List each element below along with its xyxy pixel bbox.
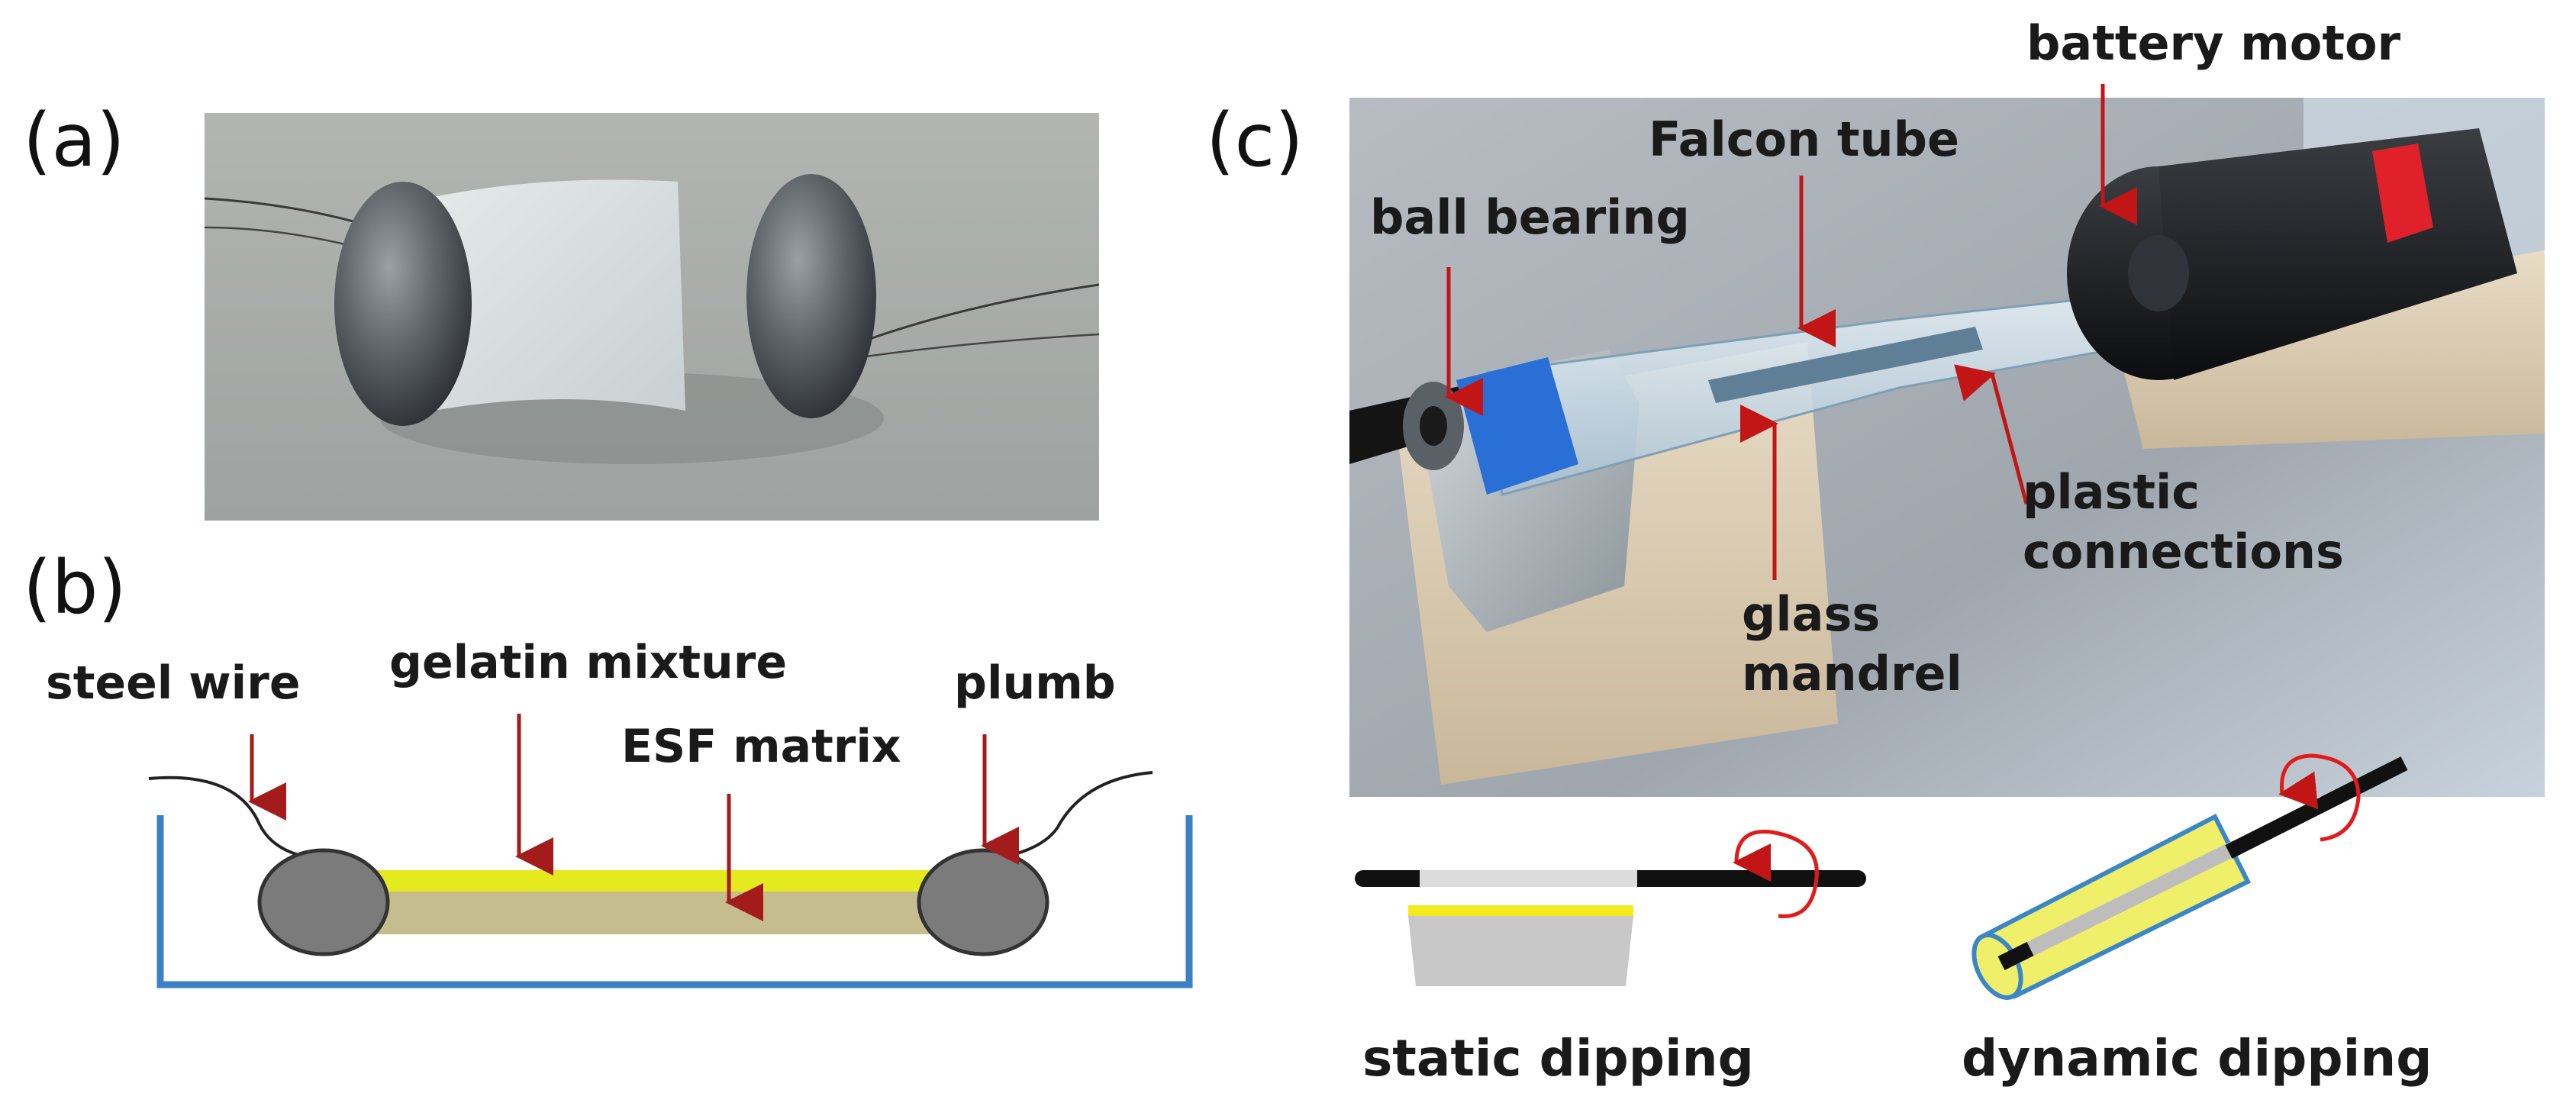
static-rotation-arrow xyxy=(1733,830,1819,918)
panel-label-b: (b) xyxy=(23,545,127,630)
callout-falcon-tube: Falcon tube xyxy=(1649,111,1960,167)
photo-apparatus xyxy=(1349,98,2545,797)
static-mandrel xyxy=(1420,870,1637,887)
callout-steel-wire: steel wire xyxy=(46,656,301,710)
panel-label-a: (a) xyxy=(23,98,125,183)
photo-apparatus-drawing xyxy=(1349,98,2545,797)
static-dipping-diagram xyxy=(1355,830,1866,986)
label-dynamic-dipping: dynamic dipping xyxy=(1962,1029,2433,1088)
callout-mandrel: mandrel xyxy=(1742,646,1962,701)
callout-gelatin-mixture: gelatin mixture xyxy=(389,636,788,689)
dynamic-dipping-diagram xyxy=(1971,753,2408,1000)
callout-connections: connections xyxy=(2023,524,2344,579)
dynamic-rotation-arrow xyxy=(2278,753,2361,842)
bath-tray xyxy=(156,815,1193,988)
plumb-left xyxy=(257,848,390,956)
callout-ball-bearing: ball bearing xyxy=(1370,189,1690,245)
gelatin-layer xyxy=(374,870,954,892)
dynamic-rod xyxy=(1997,942,2034,970)
panel-label-c: (c) xyxy=(1206,98,1304,183)
label-static-dipping: static dipping xyxy=(1362,1029,1754,1088)
photo-esf-sample-drawing xyxy=(205,113,1099,521)
steel-wire-left xyxy=(148,776,321,860)
callout-battery-motor: battery motor xyxy=(2026,15,2401,71)
static-bath xyxy=(1408,916,1633,986)
callout-plastic: plastic xyxy=(2023,464,2200,520)
callout-esf-matrix: ESF matrix xyxy=(621,720,901,773)
callout-plumb: plumb xyxy=(954,656,1116,710)
arrow-plastic-connections xyxy=(1954,364,2029,505)
callout-glass: glass xyxy=(1742,586,1881,642)
esf-matrix-layer xyxy=(374,892,954,934)
static-gelatin-surface xyxy=(1408,905,1633,916)
dynamic-mandrel xyxy=(1997,840,2240,970)
photo-esf-sample xyxy=(205,113,1099,521)
dynamic-rod-out xyxy=(2225,756,2408,859)
